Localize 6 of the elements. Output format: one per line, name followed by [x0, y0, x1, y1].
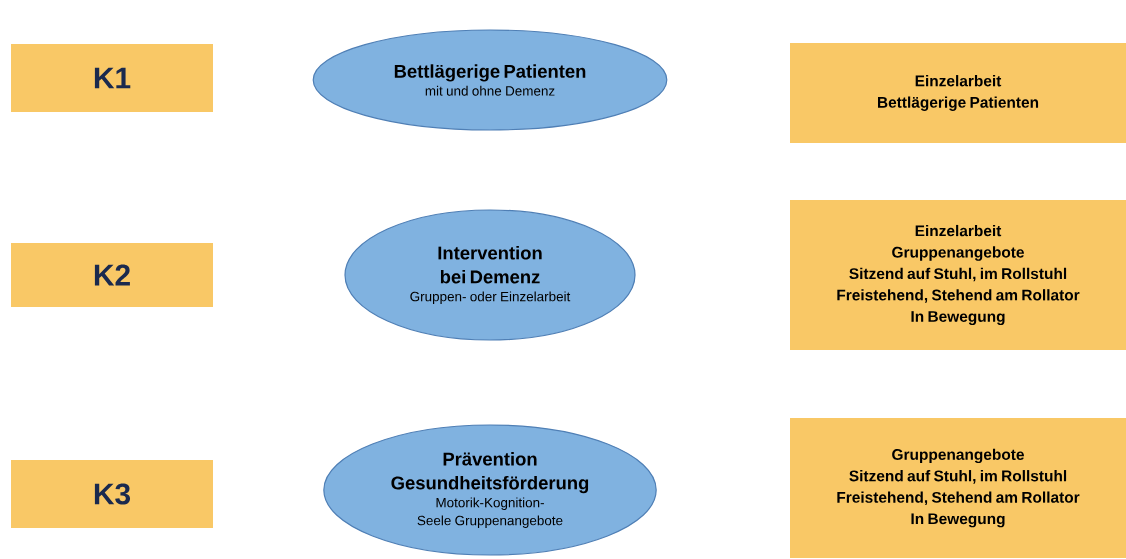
category-label-box: K2 — [11, 243, 213, 307]
category-label-box: K1 — [11, 44, 213, 112]
activity-box: Einzelarbeit Bettlägerige Patienten — [790, 43, 1126, 143]
activity-box: Gruppenangebote Sitzend auf Stuhl, im Rollstuhl Freistehend, Stehend am Rollator In Bewegung — [790, 418, 1126, 558]
category-label-box: K3 — [11, 460, 213, 528]
activity-box: Einzelarbeit Gruppenangebote Sitzend auf Stuhl, im Rollstuhl Freistehend, Stehend am Rollator In Bewegung — [790, 200, 1126, 350]
